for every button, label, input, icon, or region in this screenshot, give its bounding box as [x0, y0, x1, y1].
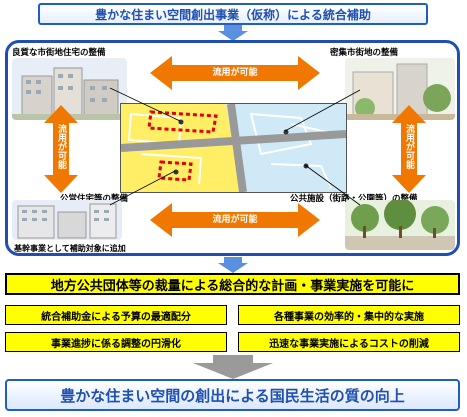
public-housing-photo	[12, 200, 122, 240]
benefit-box-1: 統合補助金による予算の最適配分	[5, 305, 227, 325]
benefit-text: 迅速な事業実施によるコストの削減	[269, 338, 429, 350]
park-street-photo	[345, 200, 455, 250]
label-bottom-right: 公共施設（街路・公園等）の整備	[290, 194, 418, 204]
result-down-arrow	[193, 355, 273, 379]
benefit-box-4: 迅速な事業実施によるコストの削減	[238, 332, 460, 352]
title-box: 豊かな住まい空間創出事業（仮称）による統合補助	[38, 3, 428, 25]
right-arrow-label: 流用が可能	[404, 124, 414, 169]
label-top-left: 良質な市街地住宅の整備	[12, 48, 106, 58]
benefit-text: 事業進捗に係る調整の円滑化	[51, 338, 181, 350]
left-arrow	[44, 105, 78, 193]
title-down-arrow	[218, 25, 248, 41]
label-bottom-left: 公営住宅等の整備	[60, 194, 129, 204]
benefit-text: 各種事業の効率的・集中的な実施	[274, 311, 424, 323]
policy-banner-text: 地方公共団体等の裁量による総合的な計画・事業実施を可能に	[50, 278, 415, 294]
top-arrow-label: 流用が可能	[212, 68, 258, 78]
city-map	[120, 103, 347, 193]
benefit-box-3: 事業進捗に係る調整の円滑化	[5, 332, 227, 352]
benefit-box-2: 各種事業の効率的・集中的な実施	[238, 305, 460, 325]
bottom-arrow	[150, 203, 320, 237]
note-text: 基幹事業として補助対象に追加	[14, 244, 126, 253]
left-arrow-label: 流用が可能	[56, 124, 66, 169]
title-text: 豊かな住まい空間創出事業（仮称）による統合補助	[95, 7, 371, 22]
result-text: 豊かな住まい空間の創出による国民生活の質の向上	[60, 386, 405, 405]
policy-banner: 地方公共団体等の裁量による総合的な計画・事業実施を可能に	[5, 273, 460, 295]
label-top-right: 密集市街地の整備	[330, 48, 399, 58]
frame-down-arrow	[218, 257, 248, 273]
top-arrow	[150, 56, 320, 90]
result-box: 豊かな住まい空間の創出による国民生活の質の向上	[5, 379, 460, 411]
right-arrow	[392, 105, 426, 193]
benefit-text: 統合補助金による予算の最適配分	[41, 311, 191, 323]
bottom-arrow-label: 流用が可能	[212, 215, 258, 225]
